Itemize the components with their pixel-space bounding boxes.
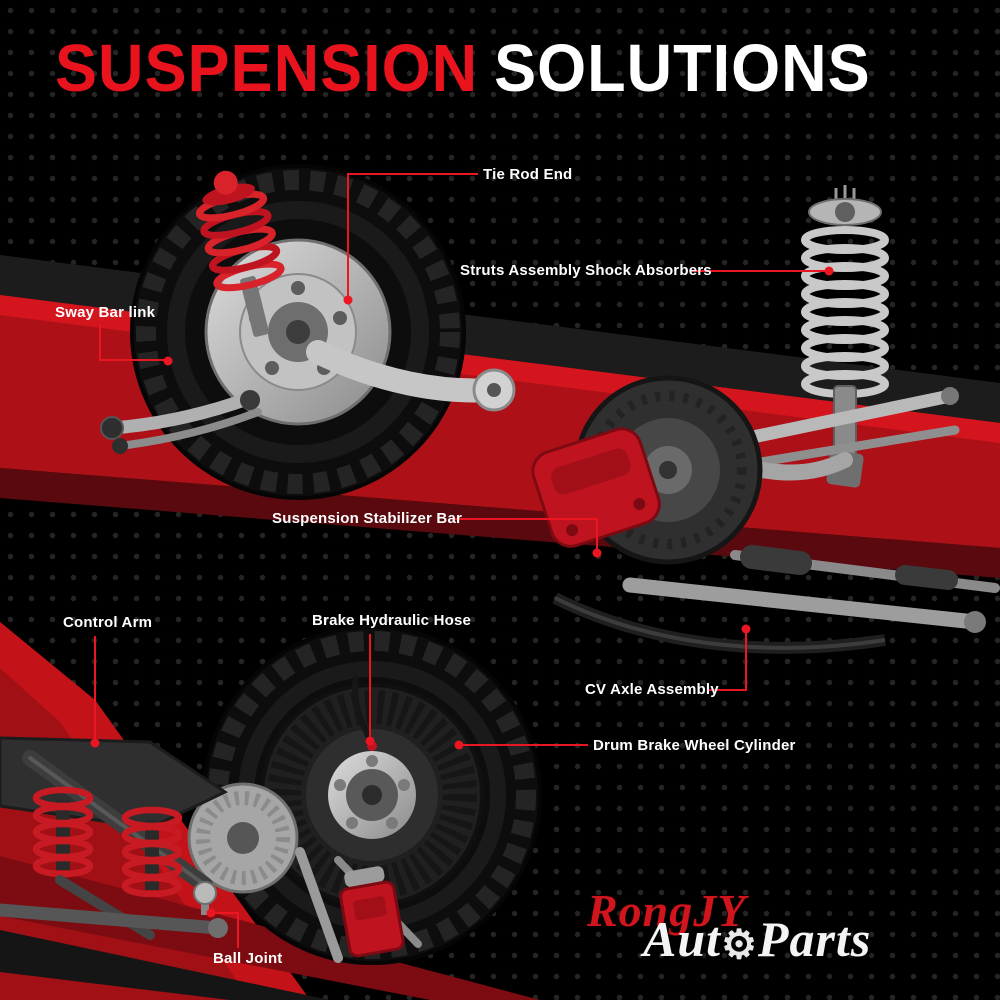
red-coil-spring	[195, 170, 285, 337]
callout-drum-brake-wheel-cylinder: Drum Brake Wheel Cylinder	[593, 737, 796, 754]
callout-struts-assembly: Struts Assembly Shock Absorbers	[460, 262, 712, 279]
rear-suspension-illustration	[531, 185, 1000, 654]
callout-brake-hydraulic-hose: Brake Hydraulic Hose	[312, 612, 472, 629]
red-wheel-cylinder	[339, 866, 405, 958]
brand-name-rongjy: RongJY	[587, 885, 747, 936]
brand-name-autoparts: Aut⚙Parts	[643, 910, 871, 968]
control-arm-illustration	[0, 736, 229, 940]
callout-stabilizer-bar: Suspension Stabilizer Bar	[272, 510, 463, 527]
callout-cv-axle-assembly: CV Axle Assembly	[585, 681, 719, 698]
callout-control-arm: Control Arm	[63, 614, 153, 631]
red-brake-caliper	[531, 427, 661, 548]
brand-autoparts-suffix: Parts	[757, 911, 872, 967]
drum-brake-illustration	[187, 625, 542, 965]
callout-ball-joint: Ball Joint	[213, 950, 283, 967]
callout-tie-rod-end: Tie Rod End	[483, 166, 573, 183]
gear-icon: ⚙	[721, 922, 758, 967]
title-word-solutions: SOLUTIONS	[494, 31, 871, 107]
front-suspension-illustration	[100, 164, 516, 500]
brand-autoparts-prefix: Aut	[643, 911, 722, 967]
title-word-suspension: SUSPENSION	[55, 31, 479, 107]
brand-logo: RongJY Aut⚙Parts	[585, 884, 925, 974]
callout-sway-bar-link: Sway Bar link	[55, 304, 156, 321]
